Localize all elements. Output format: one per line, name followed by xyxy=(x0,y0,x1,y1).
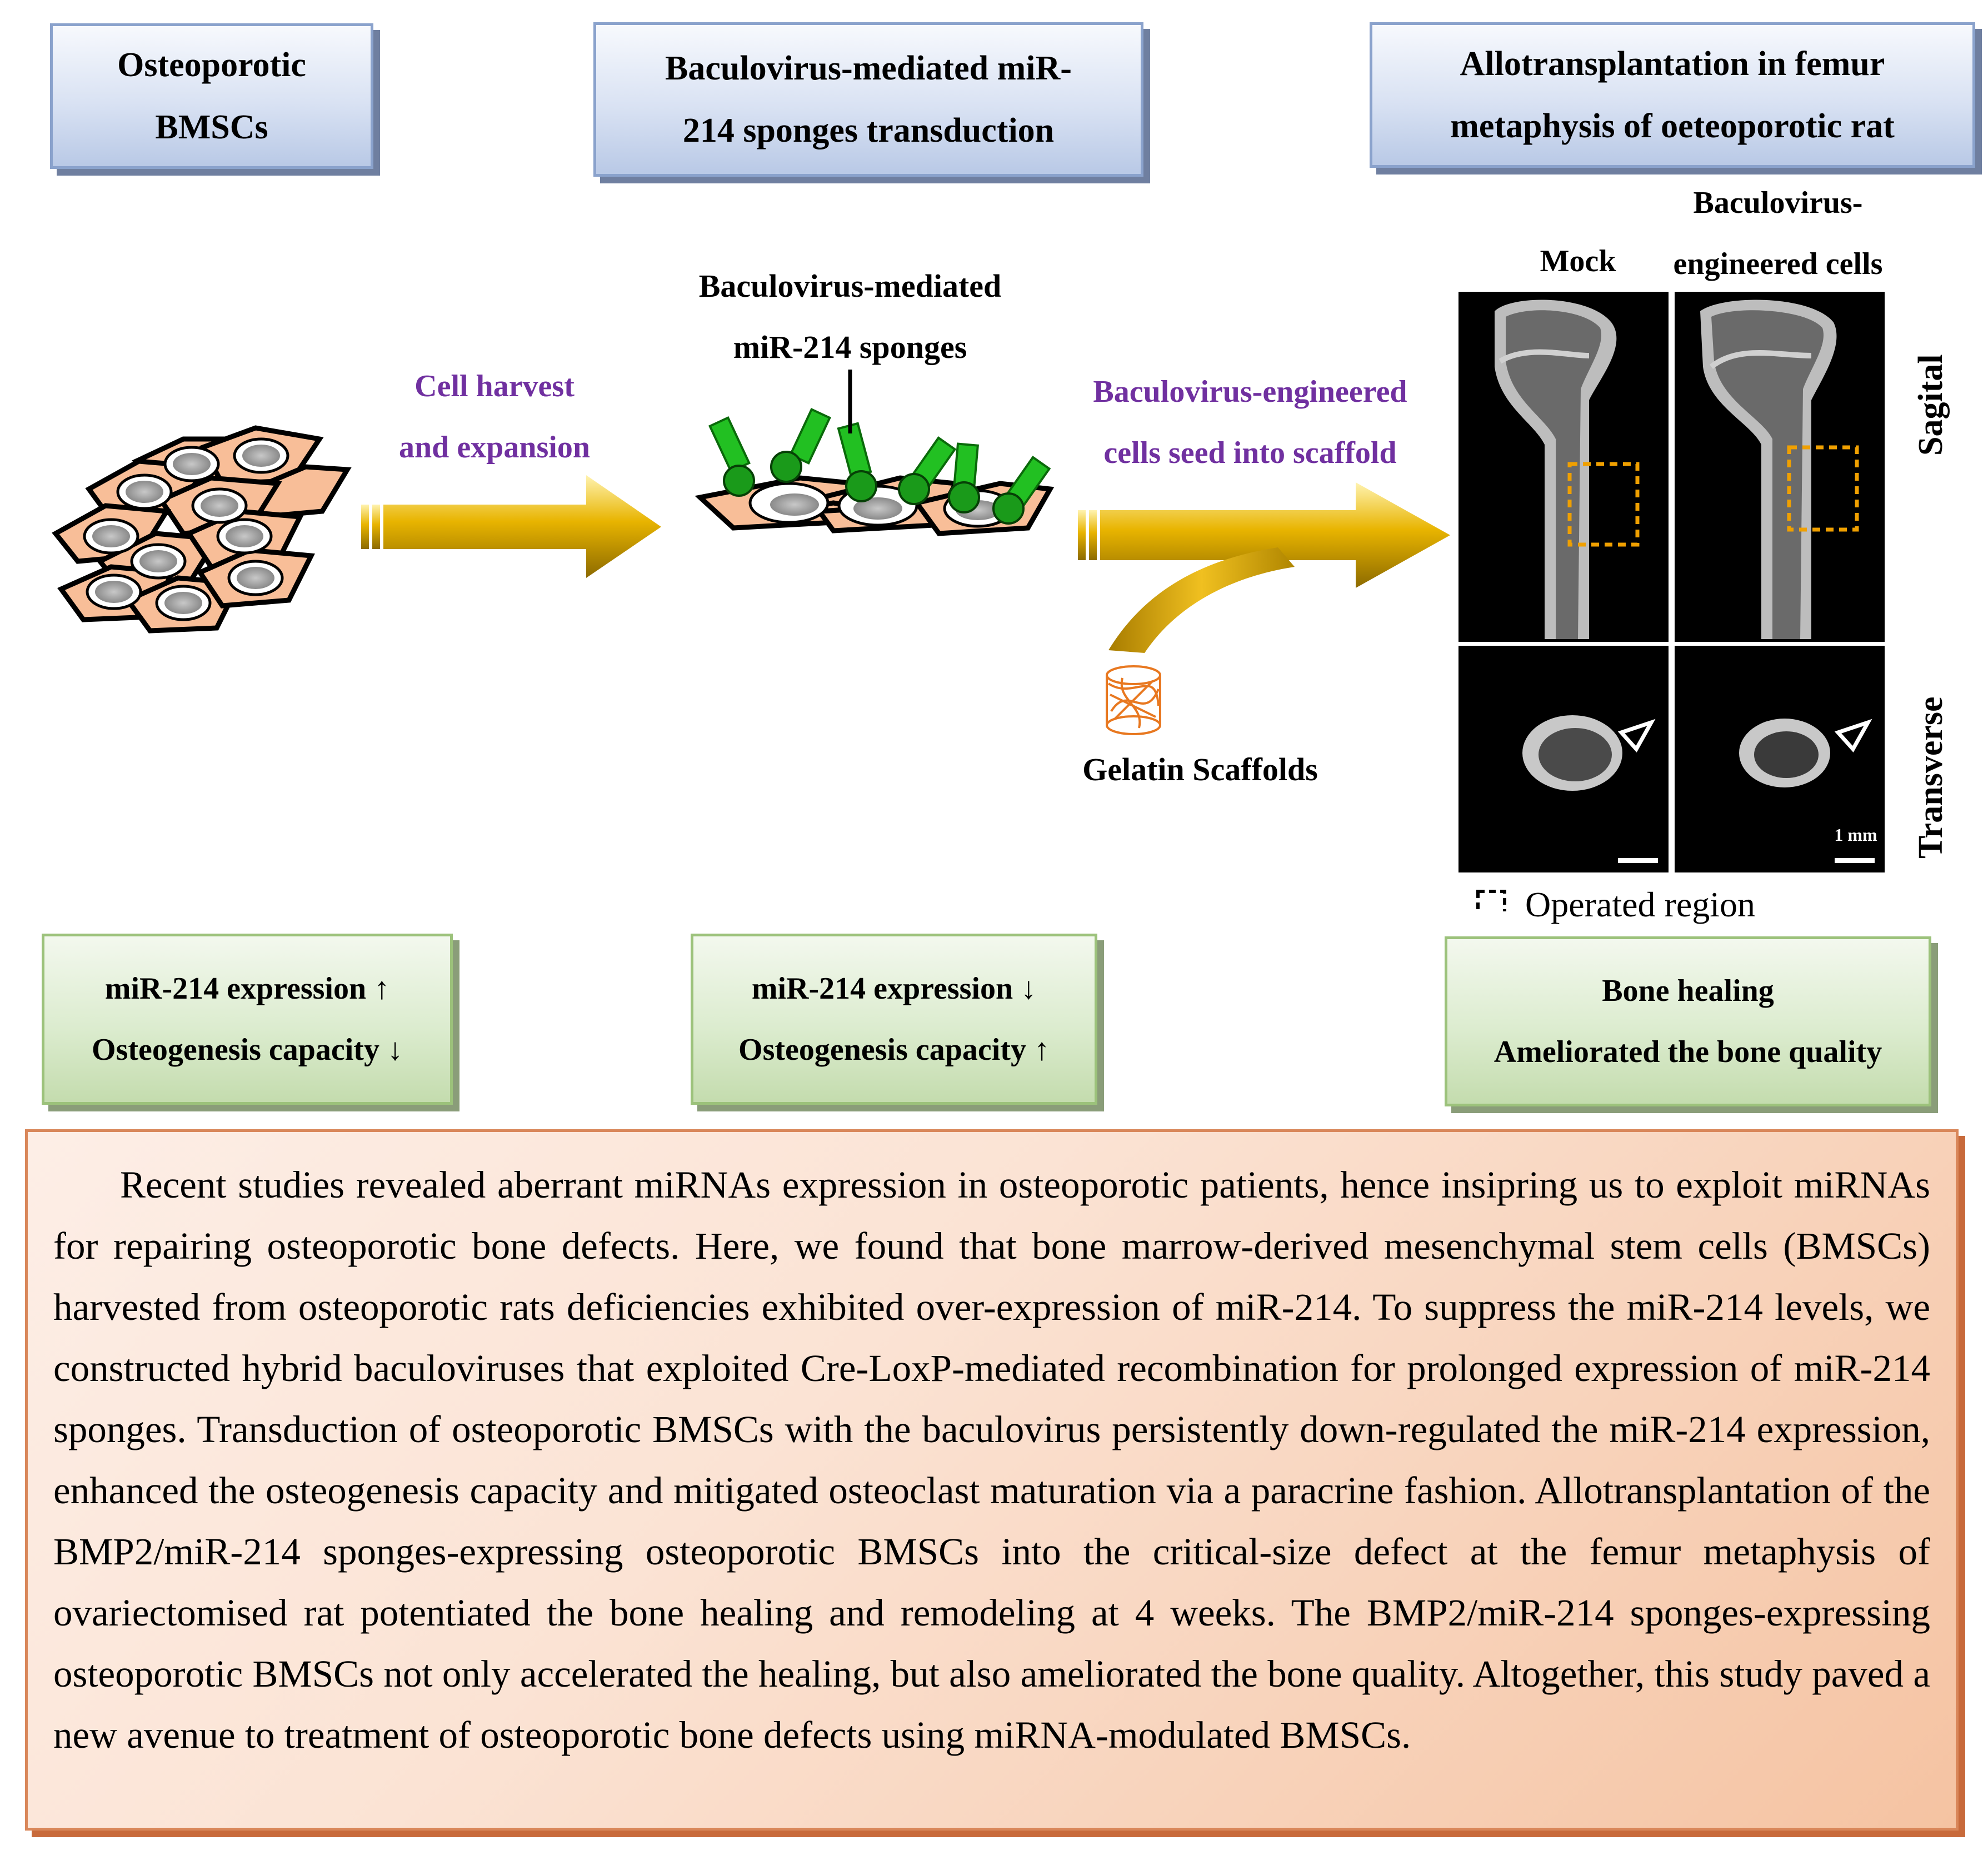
scale-bar-mock xyxy=(1618,858,1658,863)
arrow-seed-scaffold xyxy=(1078,482,1450,653)
abstract-text: Recent studies revealed aberrant miRNAs … xyxy=(53,1164,1930,1756)
column-label-mock: Mock xyxy=(1540,244,1616,278)
workflow-illustration xyxy=(52,292,1885,911)
step-label-line1: Baculovirus-mediated miR- xyxy=(665,49,1072,87)
outcome-line2: Osteogenesis capacity ↓ xyxy=(92,1033,403,1067)
sponge-label: Baculovirus-mediated miR-214 sponges xyxy=(698,268,1002,365)
gelatin-scaffold-icon xyxy=(1106,665,1161,735)
arrow-label-seed-scaffold: Baculovirus-engineered cells seed into s… xyxy=(1093,375,1407,470)
step-label-line1: Osteoporotic xyxy=(117,46,306,84)
arrow-cell-harvest xyxy=(361,475,661,578)
column-label-engineered: Baculovirus- engineered cells xyxy=(1673,186,1883,281)
outcome-line2: Ameliorated the bone quality xyxy=(1494,1035,1882,1069)
outcome-line1: miR-214 expression ↓ xyxy=(751,971,1037,1006)
cell-nuclei xyxy=(83,437,289,621)
scaffold-label: Gelatin Scaffolds xyxy=(1082,751,1318,787)
step-label-line2: metaphysis of oeteoporotic rat xyxy=(1450,107,1895,145)
abstract-box: Recent studies revealed aberrant miRNAs … xyxy=(25,1129,1959,1831)
step-label-line2: BMSCs xyxy=(155,108,268,146)
operated-region-legend-swatch xyxy=(1476,890,1506,911)
mir-214-sponges xyxy=(708,407,1051,525)
outcome-line2: Osteogenesis capacity ↑ xyxy=(738,1033,1050,1067)
step-box-baculovirus-transduction: Baculovirus-mediated miR- 214 sponges tr… xyxy=(593,22,1143,177)
step-box-osteoporotic-bmscs: Osteoporotic BMSCs xyxy=(50,23,373,169)
step-label-line2: 214 sponges transduction xyxy=(682,112,1055,149)
operated-region-legend: Operated region xyxy=(1525,885,1756,924)
mock-sagittal-femur xyxy=(1495,300,1640,639)
outcome-box-transduced: miR-214 expression ↓ Osteogenesis capaci… xyxy=(691,934,1097,1105)
arrow-label-cell-harvest: Cell harvest and expansion xyxy=(399,369,590,465)
engineered-transverse-slice xyxy=(1739,719,1872,787)
row-label-transverse: Transverse xyxy=(1912,696,1950,859)
engineered-sagittal-femur xyxy=(1700,300,1859,639)
micro-ct-panels[interactable] xyxy=(1458,292,1885,872)
scale-bar-engineered xyxy=(1835,858,1875,863)
step-box-allotransplantation: Allotransplantation in femur metaphysis … xyxy=(1370,22,1975,168)
outcome-box-osteoporotic: miR-214 expression ↑ Osteogenesis capaci… xyxy=(42,934,453,1105)
outcome-line1: Bone healing xyxy=(1602,974,1774,1008)
outcome-box-bone-healing: Bone healing Ameliorated the bone qualit… xyxy=(1445,936,1931,1106)
scale-bar-label: 1 mm xyxy=(1834,825,1877,845)
row-label-sagital: Sagital xyxy=(1912,354,1950,456)
outcome-line1: miR-214 expression ↑ xyxy=(104,971,390,1006)
step-label-line1: Allotransplantation in femur xyxy=(1460,45,1885,83)
mock-transverse-slice xyxy=(1522,715,1656,791)
